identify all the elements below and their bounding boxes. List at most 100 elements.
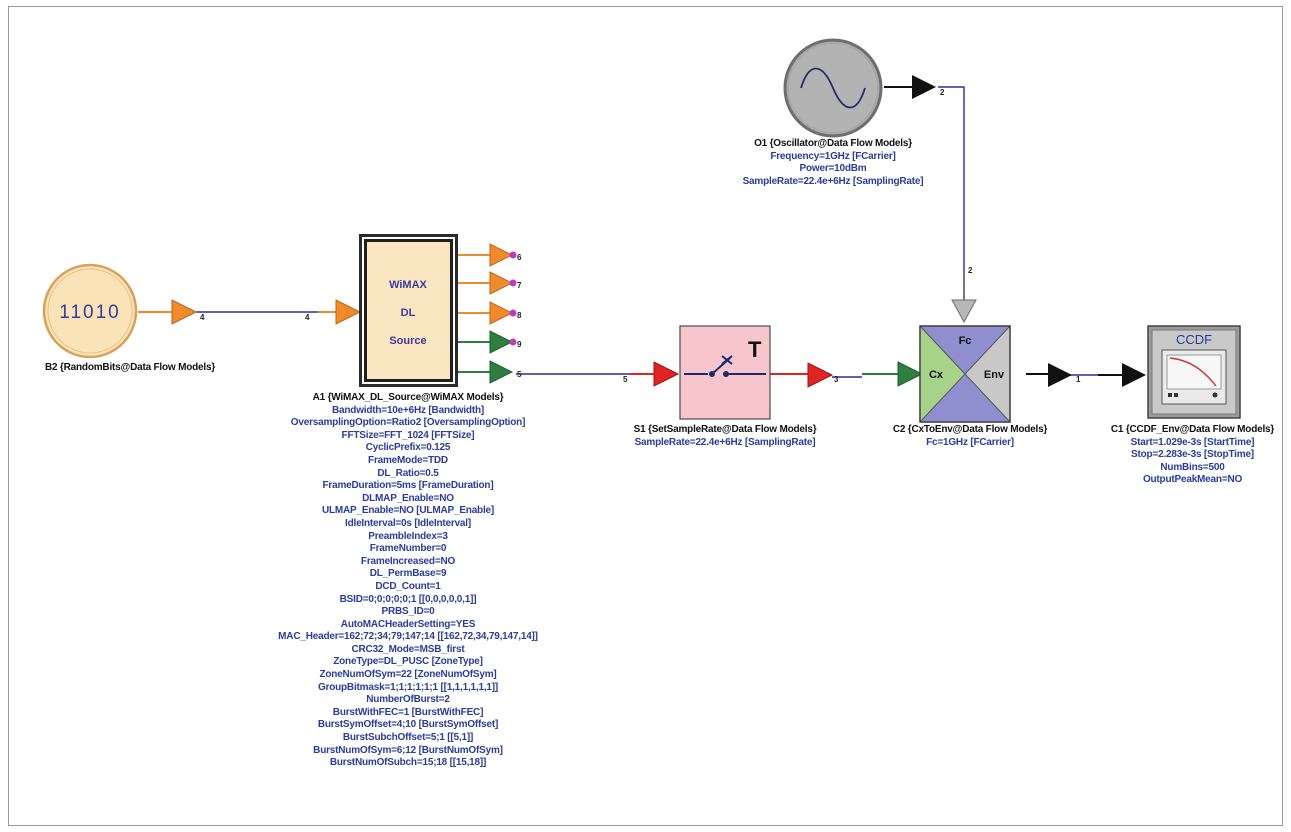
wimax-param: FrameMode=TDD [368, 454, 448, 466]
arrow-bits-out [171, 299, 198, 325]
wimax-param: BurstSubchOffset=5;1 [[5,1]] [342, 732, 474, 744]
wimax-param: ZoneType=DL_PUSC [ZoneType] [333, 656, 483, 668]
port-a1-9: 9 [517, 340, 522, 349]
ccdf-param-outputpeakmean: OutputPeakMean=NO [1142, 474, 1243, 486]
wimax-param: BurstNumOfSym=6;12 [BurstNumOfSym] [313, 744, 503, 756]
wimax-line-3: Source [389, 335, 426, 347]
port-a1-7: 7 [517, 281, 522, 290]
arrow-ssr-in [653, 361, 680, 387]
sample-rate-t-symbol: T [748, 337, 762, 362]
random-bits-label: B2 {RandomBits@Data Flow Models} [30, 362, 230, 375]
arrow-wimax-in [335, 299, 362, 325]
wimax-line-2: DL [401, 307, 416, 319]
oscillator-param-samplerate: SampleRate=22.4e+6Hz [SamplingRate] [742, 175, 924, 187]
wimax-param: BurstNumOfSubch=15;18 [[15,18]] [329, 757, 487, 769]
wimax-source-label: A1 {WiMAX_DL_Source@WiMAX Models} Bandwi… [258, 392, 558, 770]
arrow-cxenv-in [897, 361, 924, 387]
cx-to-env-label: C2 {CxToEnv@Data Flow Models} Fc=1GHz [F… [870, 424, 1070, 449]
random-bits-block[interactable]: 11010 [42, 263, 138, 359]
arrow-ssr-out [807, 362, 834, 388]
arrow-cxenv-out [1048, 363, 1072, 387]
ccdf-param-stop: Stop=2.283e-3s [StopTime] [1131, 449, 1254, 461]
wimax-param: DL_PermBase=9 [369, 568, 447, 580]
arrow-a1-7 [489, 271, 514, 295]
arrow-a1-8 [489, 301, 514, 325]
wimax-line-1: WiMAX [389, 279, 427, 291]
port-a1-6: 6 [517, 253, 522, 262]
cx-to-env-param: Fc=1GHz [FCarrier] [926, 436, 1014, 448]
cxenv-port-fc: Fc [959, 335, 972, 347]
port-wire-5: 5 [623, 375, 628, 384]
wimax-param: FFTSize=FFT_1024 [FFTSize] [341, 429, 475, 441]
wimax-param: DL_Ratio=0.5 [377, 467, 439, 479]
port-osc-out: 2 [940, 88, 945, 97]
wimax-param: Bandwidth=10e+6Hz [Bandwidth] [332, 404, 484, 416]
ccdf-block[interactable]: CCDF [1147, 325, 1241, 419]
term-a1-7 [509, 279, 517, 287]
wimax-param: BSID=0;0;0;0;0;1 [[0,0,0,0,0,1]] [339, 593, 477, 605]
port-wire-3: 3 [834, 375, 839, 384]
wimax-dl-source-block[interactable]: WiMAX DL Source [359, 234, 458, 387]
wimax-param: PreambleIndex=3 [368, 530, 448, 542]
wimax-param: DLMAP_Enable=NO [362, 492, 454, 504]
oscillator-label: O1 {Oscillator@Data Flow Models} Frequen… [733, 138, 933, 188]
cx-to-env-block[interactable]: Fc Cx Env [919, 325, 1011, 423]
wimax-param: NumberOfBurst=2 [366, 694, 450, 706]
wimax-param: AutoMACHeaderSetting=YES [340, 618, 476, 630]
wimax-param: CRC32_Mode=MSB_first [351, 643, 465, 655]
cx-to-env-name: C2 {CxToEnv@Data Flow Models} [892, 424, 1048, 435]
set-sample-rate-param: SampleRate=22.4e+6Hz [SamplingRate] [634, 436, 816, 448]
cxenv-port-env: Env [984, 369, 1005, 381]
term-a1-8 [509, 309, 517, 317]
wimax-param: FrameDuration=5ms [FrameDuration] [322, 480, 494, 492]
arrow-a1-9 [489, 330, 514, 354]
oscillator-block[interactable] [783, 38, 883, 138]
ccdf-curve-icon [1169, 357, 1217, 387]
ccdf-label: C1 {CCDF_Env@Data Flow Models} Start=1.0… [1095, 424, 1290, 487]
ccdf-name: C1 {CCDF_Env@Data Flow Models} [1110, 424, 1275, 435]
ccdf-title: CCDF [1176, 332, 1212, 347]
arrow-a1-5 [489, 360, 514, 384]
ccdf-param-start: Start=1.029e-3s [StartTime] [1130, 436, 1255, 448]
oscillator-param-frequency: Frequency=1GHz [FCarrier] [770, 150, 896, 162]
arrow-osc-out [912, 75, 936, 99]
wimax-param: FrameIncreased=NO [360, 555, 456, 567]
oscillator-name: O1 {Oscillator@Data Flow Models} [754, 138, 912, 149]
ccdf-param-numbins: NumBins=500 [1160, 461, 1225, 473]
arrow-a1-6 [489, 243, 514, 267]
sine-wave-icon [800, 67, 866, 109]
arrow-ccdf-in [1122, 363, 1146, 387]
wimax-param: FrameNumber=0 [369, 543, 447, 555]
wimax-param: IdleInterval=0s [IdleInterval] [345, 517, 471, 529]
wimax-param: BurstWithFEC=1 [BurstWithFEC] [332, 706, 484, 718]
port-a1-5: 5 [517, 370, 522, 379]
cxenv-port-cx: Cx [929, 369, 944, 381]
wimax-param: ULMAP_Enable=NO [ULMAP_Enable] [321, 505, 495, 517]
wimax-param: MAC_Header=162;72;34;79;147;14 [[162,72,… [278, 631, 538, 643]
random-bits-display: 11010 [59, 302, 120, 323]
wimax-param: DCD_Count=1 [375, 580, 441, 592]
port-bits-b: 4 [305, 313, 310, 322]
wimax-param: CyclicPrefix=0.125 [365, 442, 451, 454]
wimax-param: OversamplingOption=Ratio2 [OversamplingO… [290, 417, 526, 429]
wimax-param: ZoneNumOfSym=22 [ZoneNumOfSym] [319, 669, 497, 681]
port-osc-in: 2 [968, 266, 973, 275]
port-a1-8: 8 [517, 311, 522, 320]
set-sample-rate-name: S1 {SetSampleRate@Data Flow Models} [633, 424, 817, 435]
wimax-param: BurstSymOffset=4;10 [BurstSymOffset] [317, 719, 499, 731]
oscillator-param-power: Power=10dBm [799, 163, 867, 175]
wimax-source-name: A1 {WiMAX_DL_Source@WiMAX Models} [312, 392, 504, 403]
arrow-cxenv-fc [951, 299, 977, 324]
port-bits-a: 4 [200, 313, 205, 322]
random-bits-name: B2 {RandomBits@Data Flow Models} [44, 362, 216, 373]
wimax-param: PRBS_ID=0 [381, 606, 435, 618]
schematic-canvas [8, 6, 1283, 826]
set-sample-rate-block[interactable]: T [679, 325, 771, 420]
wires [196, 86, 1098, 378]
port-wire-1: 1 [1076, 375, 1081, 384]
term-a1-9 [509, 338, 517, 346]
wire-osc-to-cxenv [938, 86, 965, 280]
term-a1-6 [509, 251, 517, 259]
wimax-param: GroupBitmask=1;1;1;1;1;1 [[1,1,1,1,1,1]] [317, 681, 499, 693]
